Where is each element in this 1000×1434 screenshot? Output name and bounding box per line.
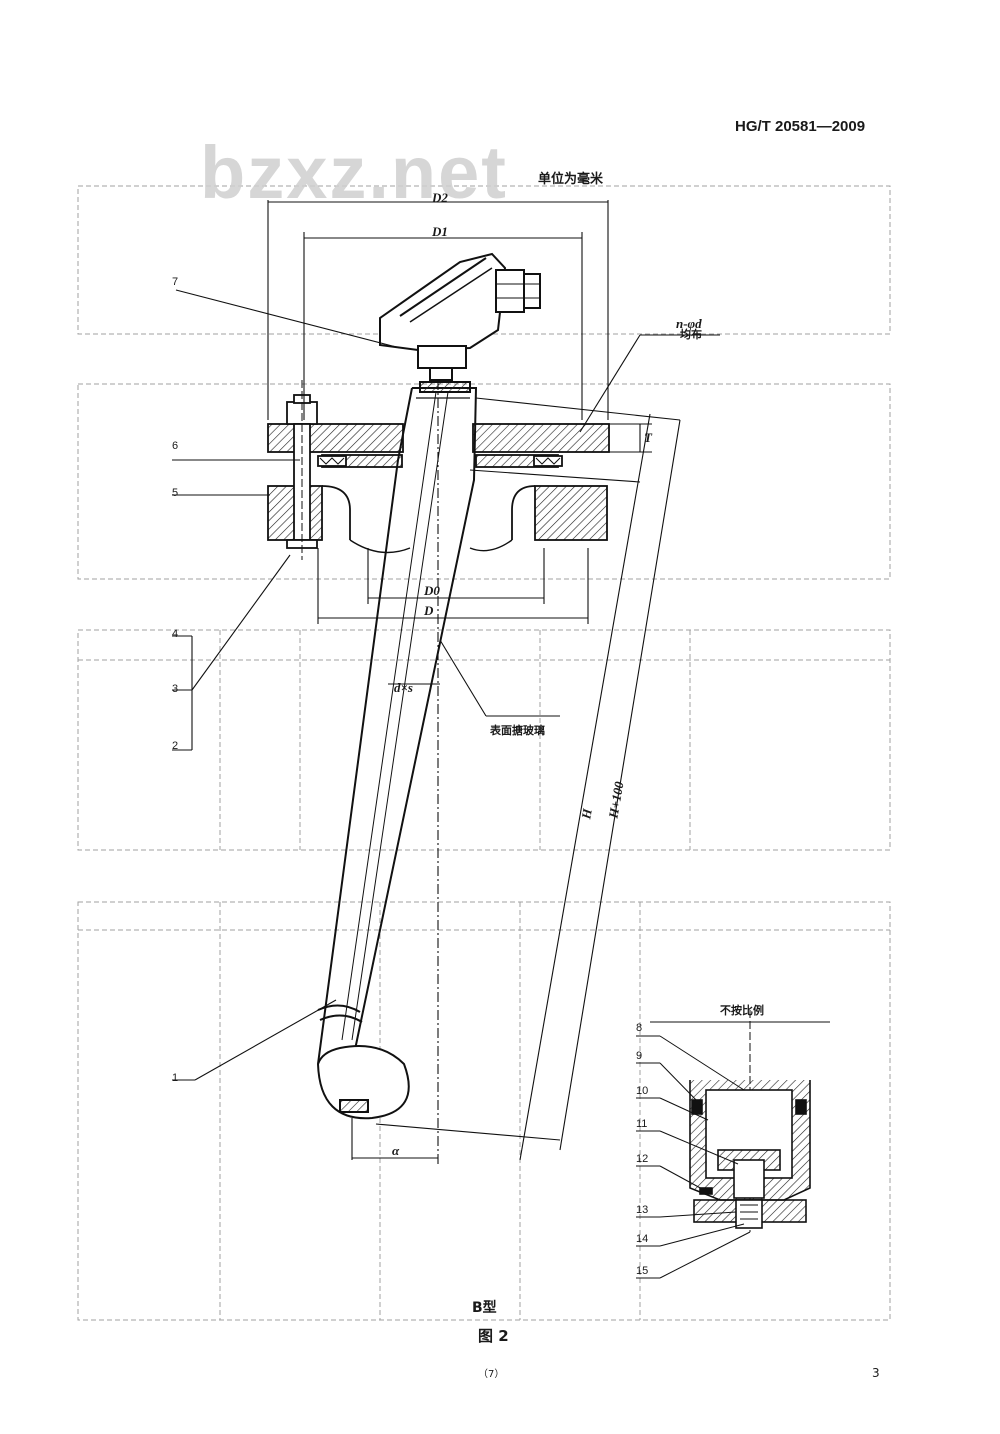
part-number-8: 8 xyxy=(636,1022,643,1034)
part-number-11: 11 xyxy=(636,1118,648,1130)
part-number-14: 14 xyxy=(636,1233,649,1245)
part-number-5: 5 xyxy=(172,487,179,499)
bolt xyxy=(286,380,318,560)
dim-alpha: α xyxy=(392,1143,400,1158)
dim-evenly-spaced: 均布 xyxy=(680,328,702,341)
callout-surface-enamel: 表面搪玻璃 xyxy=(490,724,545,737)
detail-leaders xyxy=(636,1035,751,1279)
part-number-15: 15 xyxy=(636,1265,649,1277)
figure-label: 图 2 xyxy=(478,1327,509,1345)
callout-not-to-scale: 不按比例 xyxy=(720,1004,764,1017)
part-number-10: 10 xyxy=(636,1085,649,1097)
detail-view xyxy=(650,1010,830,1232)
dim-n-phi-d: n-φd xyxy=(676,316,702,331)
type-label: B型 xyxy=(472,1300,497,1316)
page-number: 3 xyxy=(872,1366,880,1380)
part-number-1: 1 xyxy=(172,1072,179,1084)
standard-number: HG/T 20581—2009 xyxy=(735,118,866,135)
dimension-lines xyxy=(172,200,720,1165)
bleed-through-tables xyxy=(77,185,891,1321)
dim-d2: D2 xyxy=(432,190,448,205)
watermark: bzxz.net xyxy=(200,131,508,214)
dim-d0: D0 xyxy=(424,583,440,598)
unit-note: 单位为毫米 xyxy=(538,172,604,187)
dim-t: T xyxy=(644,430,652,445)
part-number-6: 6 xyxy=(172,440,179,452)
dim-d-x-s: d×s xyxy=(394,680,413,695)
inner-page-number: （7） xyxy=(478,1369,505,1380)
part-number-12: 12 xyxy=(636,1153,649,1165)
part-number-3: 3 xyxy=(172,683,179,695)
thermometer-head xyxy=(379,252,541,381)
part-number-4: 4 xyxy=(172,628,179,640)
dim-d1: D1 xyxy=(432,224,448,239)
part-number-7: 7 xyxy=(172,276,179,288)
part-number-13: 13 xyxy=(636,1204,649,1216)
dim-d: D xyxy=(424,603,434,618)
part-number-9: 9 xyxy=(636,1050,643,1062)
part-number-2: 2 xyxy=(172,740,179,752)
thermowell-tube xyxy=(317,381,478,1120)
